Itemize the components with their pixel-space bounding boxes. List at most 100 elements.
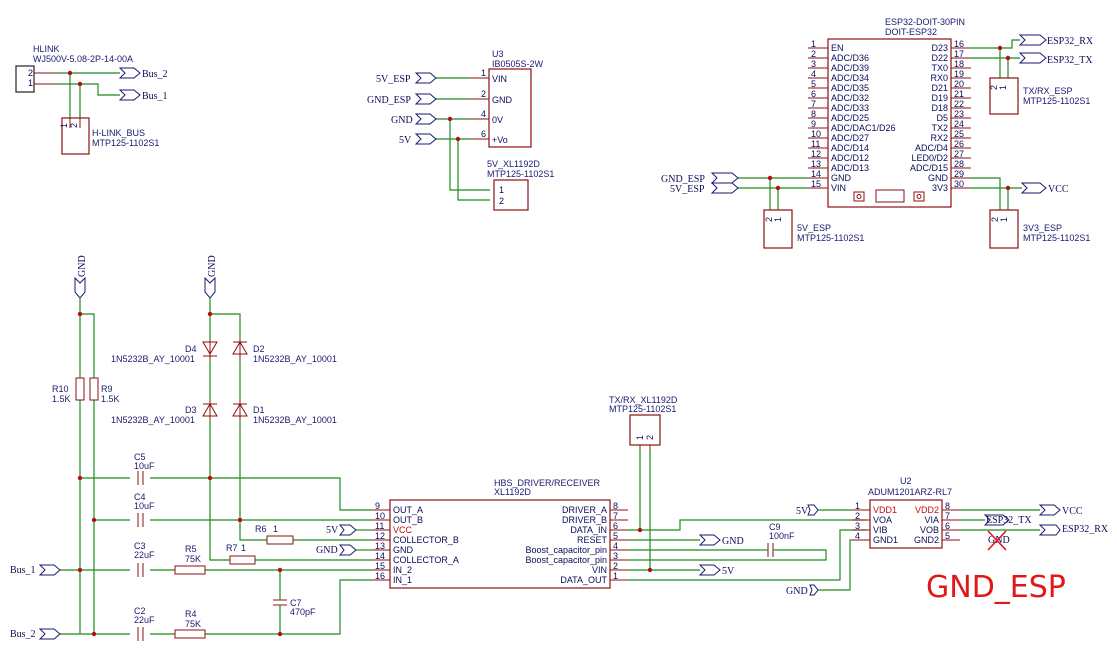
net-flag-vcc-u2[interactable]: VCC bbox=[1038, 504, 1083, 517]
d1-value: 1N5232B_AY_10001 bbox=[253, 415, 337, 425]
pin-number: 5 bbox=[945, 531, 950, 541]
net-flag-gnd-esp-u3[interactable]: GND_ESP bbox=[367, 93, 437, 106]
pin-number: 3 bbox=[855, 521, 860, 531]
net-flag-esp32-tx[interactable]: ESP32_TX bbox=[1018, 52, 1093, 66]
net-flag-gnd-u2[interactable]: GND bbox=[786, 584, 819, 597]
c9-value: 100nF bbox=[769, 531, 795, 541]
pin-name: D22 bbox=[931, 53, 948, 63]
resistor-r4[interactable]: R4 75K bbox=[174, 609, 206, 639]
pin-name: ADC/D25 bbox=[831, 113, 869, 123]
resistor-r10[interactable]: R10 1.5K bbox=[52, 377, 85, 404]
u3-pin-name: VIN bbox=[492, 74, 507, 84]
r5-value: 75K bbox=[185, 554, 201, 564]
pin-name: GND1 bbox=[873, 535, 898, 545]
capacitor-c4[interactable]: C4 10uF bbox=[134, 492, 155, 527]
net-flag-vcc-esp32[interactable]: VCC bbox=[1020, 182, 1069, 195]
pin-number: 22 bbox=[954, 99, 964, 109]
net-flag-gnd-hbs[interactable]: GND bbox=[316, 544, 357, 556]
net-flag-bus1-b[interactable]: Bus_1 bbox=[10, 564, 61, 576]
net-label: ESP32_RX bbox=[1062, 524, 1109, 535]
pin-number: 8 bbox=[613, 501, 618, 511]
capacitor-c5[interactable]: C5 10uF bbox=[134, 452, 155, 485]
net-label: Bus_2 bbox=[142, 69, 168, 80]
net-flag-5v-esp-u3[interactable]: 5V_ESP bbox=[376, 72, 437, 85]
j5v-esp-ref: 5V_ESP bbox=[797, 223, 831, 233]
j3v3-esp-connector[interactable]: 2 1 3V3_ESP MTP125-1102S1 bbox=[989, 209, 1090, 249]
txrx-xl-ref: TX/RX_XL1192D bbox=[609, 395, 678, 405]
pin-name: VIA bbox=[924, 515, 939, 525]
j5v-esp-connector[interactable]: 2 1 5V_ESP MTP125-1102S1 bbox=[763, 209, 864, 249]
net-flag-5v-hbs[interactable]: 5V bbox=[326, 524, 357, 536]
net-flag-bus1-a[interactable]: Bus_1 bbox=[118, 89, 168, 102]
diode-d2[interactable]: D2 1N5232B_AY_10001 bbox=[232, 340, 337, 364]
pin-number: 6 bbox=[613, 521, 618, 531]
pin-name: ADC/D34 bbox=[831, 73, 869, 83]
net-label: ESP32_TX bbox=[1047, 55, 1093, 66]
d3-ref: D3 bbox=[185, 405, 197, 415]
pin-name: ADC/D15 bbox=[910, 163, 948, 173]
net-flag-gnd-reset[interactable]: GND bbox=[698, 534, 744, 547]
r9-ref: R9 bbox=[101, 384, 113, 394]
pin-name: GND bbox=[393, 545, 414, 555]
pin-name: VCC bbox=[393, 525, 413, 535]
hlink-bus-connector[interactable]: 1 2 H-LINK_BUS MTP125-1102S1 bbox=[59, 117, 159, 155]
pin-name: LED0/D2 bbox=[911, 153, 948, 163]
u3-converter[interactable]: U3 IB0505S-2W 1 VIN 2 GND 4 0V 6 +Vo bbox=[470, 49, 544, 148]
j5v-xl1192d-connector[interactable]: 5V_XL1192D MTP125-1102S1 1 2 bbox=[487, 159, 554, 211]
pin-number: 7 bbox=[811, 99, 816, 109]
capacitor-c2[interactable]: C2 22uF bbox=[134, 606, 155, 641]
net-flag-esp32-rx-u2[interactable]: ESP32_RX bbox=[1038, 524, 1109, 536]
pin-number: 11 bbox=[375, 521, 384, 531]
txrx-xl1192d-connector[interactable]: TX/RX_XL1192D MTP125-1102S1 1 2 bbox=[609, 395, 678, 450]
j3v3-esp-ref: 3V3_ESP bbox=[1023, 223, 1062, 233]
j5v-xl-pin: 2 bbox=[499, 196, 504, 206]
net-flag-esp32-rx[interactable]: ESP32_RX bbox=[1018, 34, 1094, 47]
net-flag-bus2-a[interactable]: Bus_2 bbox=[118, 67, 168, 80]
net-flag-esp32-tx-u2[interactable]: ESP32_TX bbox=[983, 514, 1032, 526]
net-label: GND bbox=[316, 545, 338, 556]
c3-value: 22uF bbox=[134, 550, 155, 560]
pin-number: 15 bbox=[375, 561, 385, 571]
resistor-r9[interactable]: R9 1.5K bbox=[89, 377, 120, 404]
pin-number: 2 bbox=[811, 49, 816, 59]
pin-name: DATA_IN bbox=[570, 525, 607, 535]
diode-d4[interactable]: D4 1N5232B_AY_10001 bbox=[111, 340, 218, 364]
pin-name: IN_1 bbox=[393, 575, 412, 585]
net-flag-gnd-u3[interactable]: GND bbox=[391, 113, 437, 126]
net-label: GND bbox=[77, 255, 88, 277]
capacitor-c3[interactable]: C3 22uF bbox=[134, 541, 155, 577]
net-flag-5v-u2[interactable]: 5V bbox=[796, 504, 819, 517]
txrx-xl-pin: 2 bbox=[645, 435, 655, 440]
u3-ref: U3 bbox=[492, 49, 504, 59]
pin-name: RX0 bbox=[930, 73, 948, 83]
u2-value: ADUM1201ARZ-RL7 bbox=[868, 487, 952, 497]
pin-name: Boost_capacitor_pin bbox=[525, 545, 607, 555]
resistor-r7[interactable]: R7 1 bbox=[226, 543, 256, 565]
hlink-connector[interactable]: HLINK WJ500V-5.08-2P-14-00A 2 1 bbox=[15, 44, 133, 93]
resistor-r5[interactable]: R5 75K bbox=[174, 544, 206, 575]
pin-name: VIN bbox=[592, 565, 607, 575]
capacitor-c9[interactable]: C9 100nF bbox=[760, 522, 795, 557]
diode-d3[interactable]: D3 1N5232B_AY_10001 bbox=[111, 400, 218, 425]
c7-value: 470pF bbox=[290, 607, 316, 617]
net-flag-5v-esp-esp32[interactable]: 5V_ESP bbox=[670, 182, 739, 195]
net-flag-5v-u3[interactable]: 5V bbox=[399, 133, 437, 146]
d1-ref: D1 bbox=[253, 405, 265, 415]
net-label: Bus_1 bbox=[142, 91, 168, 102]
r7-ref: R7 bbox=[226, 543, 238, 553]
pin-number: 5 bbox=[811, 79, 816, 89]
resistor-r6[interactable]: R6 1 bbox=[255, 524, 294, 545]
net-flag-5v-vin[interactable]: 5V bbox=[698, 564, 735, 577]
u3-pin-num: 1 bbox=[481, 68, 486, 78]
txrx-esp-connector[interactable]: 2 1 TX/RX_ESP MTP125-1102S1 bbox=[989, 77, 1090, 115]
capacitor-c7[interactable]: C7 470pF bbox=[273, 598, 316, 617]
j5v-esp-pin: 2 bbox=[764, 217, 774, 222]
diode-d1[interactable]: D1 1N5232B_AY_10001 bbox=[232, 400, 337, 425]
net-flag-bus2-b[interactable]: Bus_2 bbox=[10, 628, 61, 640]
net-flag-gnd-top-2[interactable]: GND bbox=[204, 255, 218, 299]
net-flag-gnd-top-1[interactable]: GND bbox=[74, 255, 88, 299]
net-label: GND bbox=[722, 536, 744, 547]
